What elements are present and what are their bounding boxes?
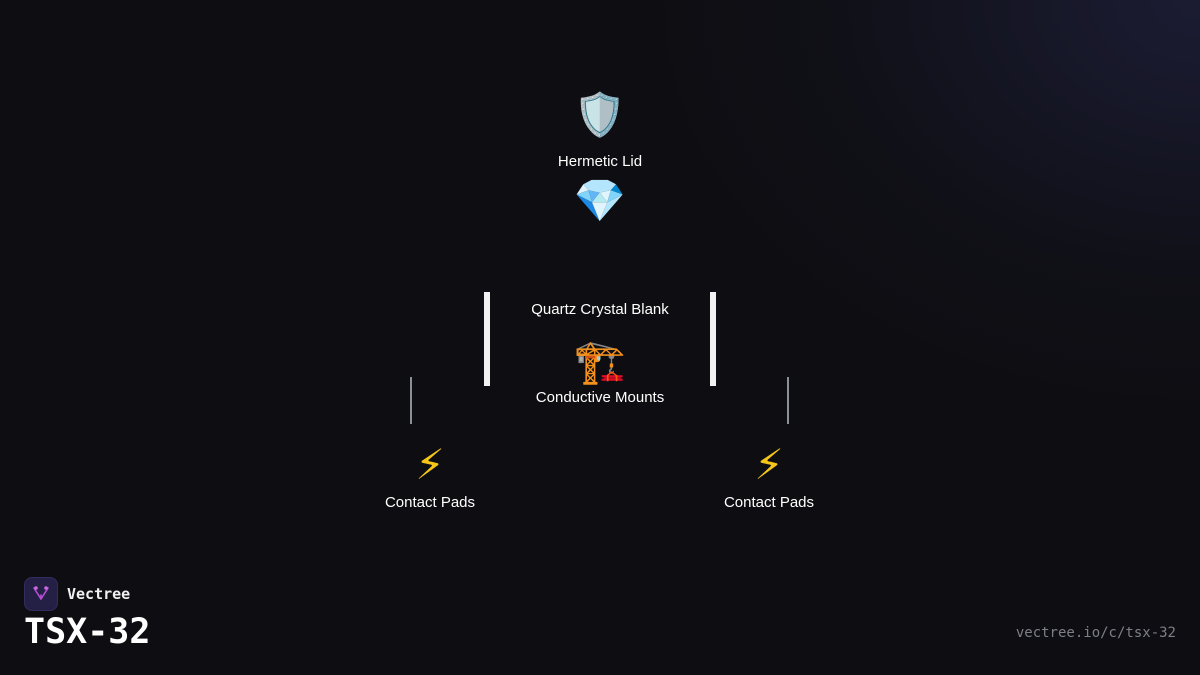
node-quartz-crystal-blank[interactable]: Quartz Crystal Blank	[531, 301, 669, 318]
connector-right-line	[787, 377, 789, 424]
vectree-logo-icon	[24, 577, 58, 611]
connector-left-bar	[484, 292, 490, 386]
node-label: Conductive Mounts	[535, 389, 665, 406]
connector-left-line	[410, 377, 412, 424]
node-contact-pads-left[interactable]: ⚡ Contact Pads	[384, 440, 476, 512]
lightning-icon: ⚡	[415, 440, 445, 489]
node-label: Quartz Crystal Blank	[531, 301, 669, 318]
page-url[interactable]: vectree.io/c/tsx-32	[1015, 625, 1176, 641]
brand-name: Vectree	[67, 585, 131, 603]
node-label: Hermetic Lid	[557, 153, 643, 170]
node-hermetic-lid[interactable]: 🛡️ Hermetic Lid	[557, 90, 643, 171]
node-contact-pads-right[interactable]: ⚡ Contact Pads	[723, 440, 815, 512]
node-label: Contact Pads	[384, 494, 476, 511]
gem-icon: 💎	[573, 176, 627, 225]
connector-right-bar	[710, 292, 716, 386]
lightning-icon: ⚡	[754, 440, 784, 489]
node-conductive-mounts[interactable]: 🏗️ Conductive Mounts	[535, 337, 665, 407]
crane-icon: 🏗️	[573, 337, 627, 386]
node-quartz-crystal-icon[interactable]: 💎	[574, 180, 626, 222]
node-label: Contact Pads	[723, 494, 815, 511]
model-title: TSX-32	[24, 612, 151, 652]
shield-icon: 🛡️	[573, 90, 627, 139]
brand[interactable]: Vectree	[24, 577, 130, 611]
